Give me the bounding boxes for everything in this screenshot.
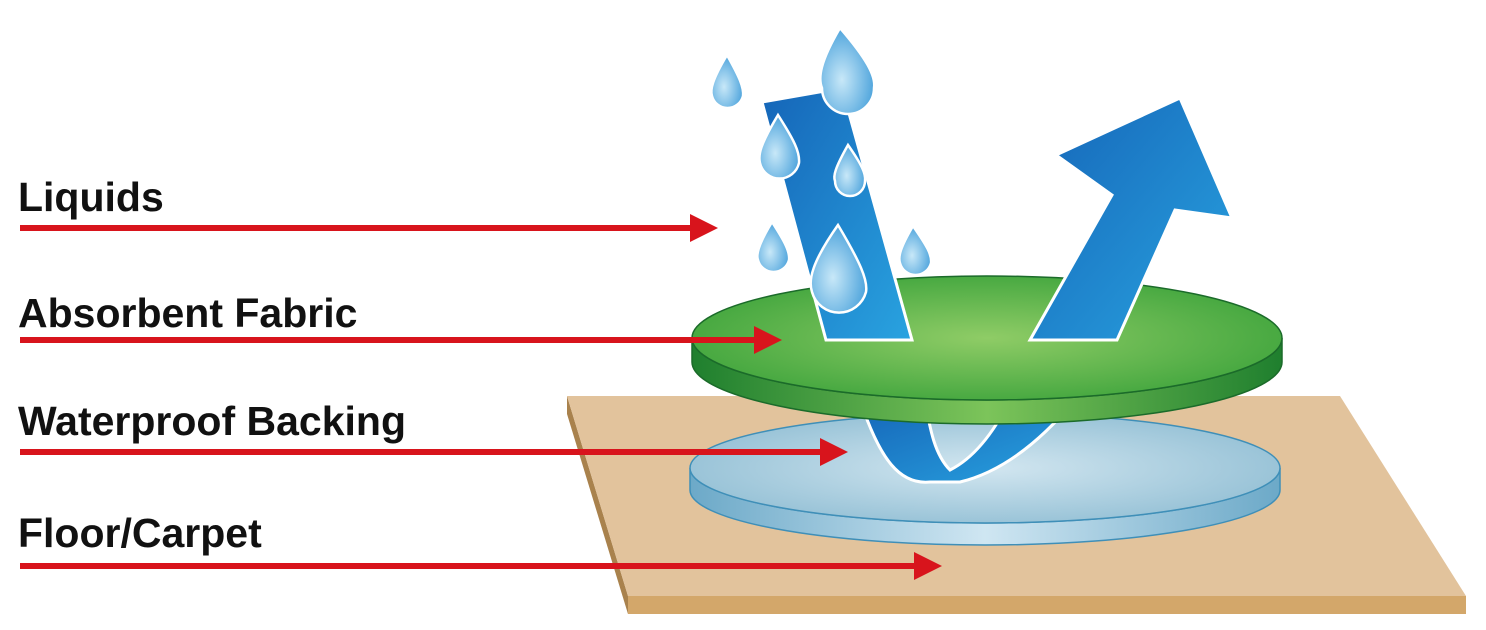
label-absorbent-fabric: Absorbent Fabric bbox=[18, 290, 358, 336]
drop-icon bbox=[809, 222, 868, 314]
pointer-arrow-backing bbox=[20, 449, 830, 455]
liquid-in-arrow bbox=[760, 86, 914, 342]
waterproof-backing-layer bbox=[689, 412, 1281, 546]
label-waterproof-backing: Waterproof Backing bbox=[18, 398, 407, 444]
label-liquids: Liquids bbox=[18, 174, 164, 220]
pointer-arrow-liquids bbox=[20, 225, 700, 231]
drop-icon bbox=[819, 25, 876, 116]
drop-icon bbox=[758, 112, 801, 180]
pointer-arrows bbox=[20, 214, 942, 580]
drop-icon bbox=[898, 223, 933, 277]
absorbent-fabric-layer bbox=[691, 275, 1283, 425]
pointer-arrow-fabric bbox=[20, 337, 765, 343]
drop-icon bbox=[833, 142, 867, 198]
drop-icon bbox=[710, 52, 745, 110]
drop-icon bbox=[756, 219, 791, 274]
pointer-arrow-floor bbox=[20, 563, 925, 569]
label-floor-carpet: Floor/Carpet bbox=[18, 510, 262, 556]
water-drops bbox=[710, 25, 933, 314]
vapor-out-arrow bbox=[1027, 95, 1235, 342]
